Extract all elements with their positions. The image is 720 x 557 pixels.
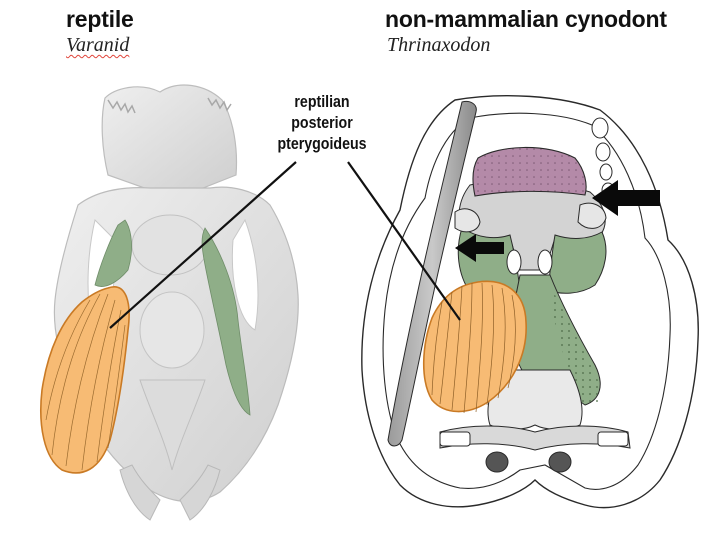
thrinaxodon-purple-region	[473, 147, 586, 196]
thrinaxodon-condyle-right	[549, 452, 571, 472]
varanid-basicranium	[140, 292, 204, 368]
thrinaxodon-foramen-right	[538, 250, 552, 274]
thrinaxodon-quadrate-left	[440, 432, 470, 446]
thrinaxodon-condyle-left	[486, 452, 508, 472]
varanid-skull	[41, 85, 298, 520]
thrinaxodon-skull	[362, 96, 698, 508]
varanid-braincase	[132, 215, 208, 275]
thrinaxodon-quadrate-right	[598, 432, 628, 446]
thrinaxodon-foramen-left	[507, 250, 521, 274]
